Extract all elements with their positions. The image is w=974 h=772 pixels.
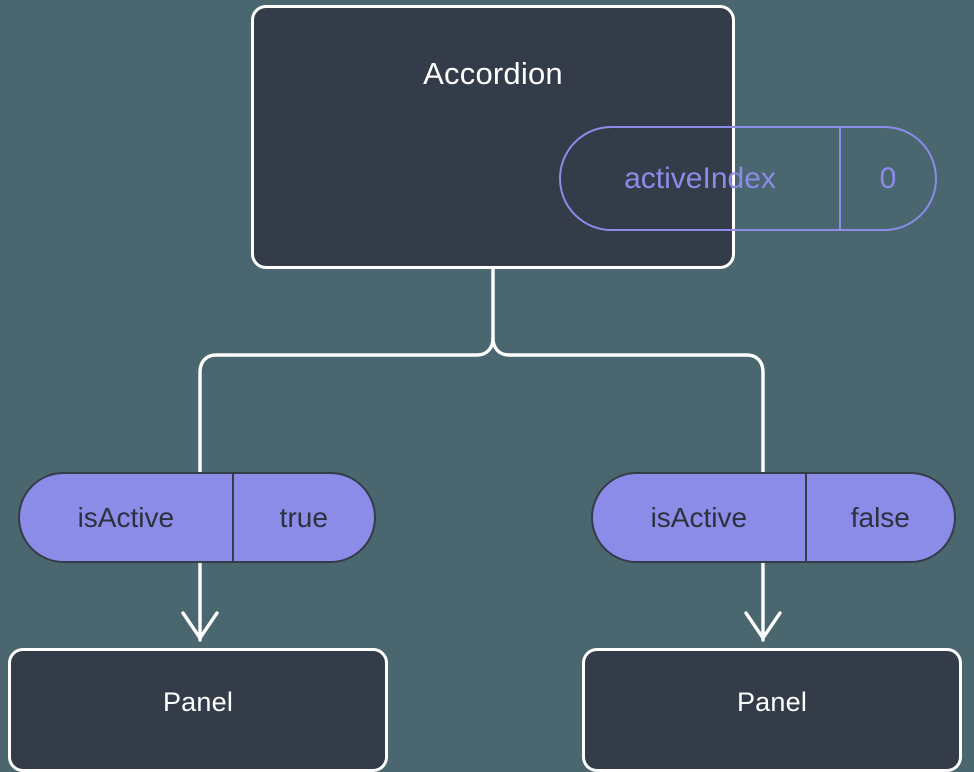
state-pill-value: 0 bbox=[839, 128, 935, 229]
panel-label: Panel bbox=[162, 687, 234, 717]
arrow-down-icon bbox=[181, 611, 219, 640]
tree-fork-connector-right-icon bbox=[491, 336, 765, 474]
tree-fork-connector-icon bbox=[198, 266, 495, 474]
prop-pill-value: false bbox=[804, 474, 954, 561]
prop-pill-isactive-false[interactable]: isActive false bbox=[591, 472, 956, 563]
component-node-panel-right[interactable]: Panel bbox=[582, 648, 962, 772]
panel-label: Panel bbox=[736, 687, 808, 717]
prop-pill-key: isActive bbox=[77, 501, 175, 533]
arrow-down-icon-right bbox=[744, 611, 782, 640]
page-title: Accordion bbox=[423, 56, 563, 91]
prop-pill-key: isActive bbox=[650, 501, 748, 533]
prop-pill-value: true bbox=[231, 474, 374, 561]
state-pill-activeindex[interactable]: activeIndex 0 bbox=[559, 126, 937, 231]
prop-pill-isactive-true[interactable]: isActive true bbox=[18, 472, 376, 563]
component-node-panel-left[interactable]: Panel bbox=[8, 648, 388, 772]
state-pill-key: activeIndex bbox=[624, 161, 776, 195]
component-node-accordion[interactable]: Accordion activeIndex 0 bbox=[251, 5, 937, 269]
